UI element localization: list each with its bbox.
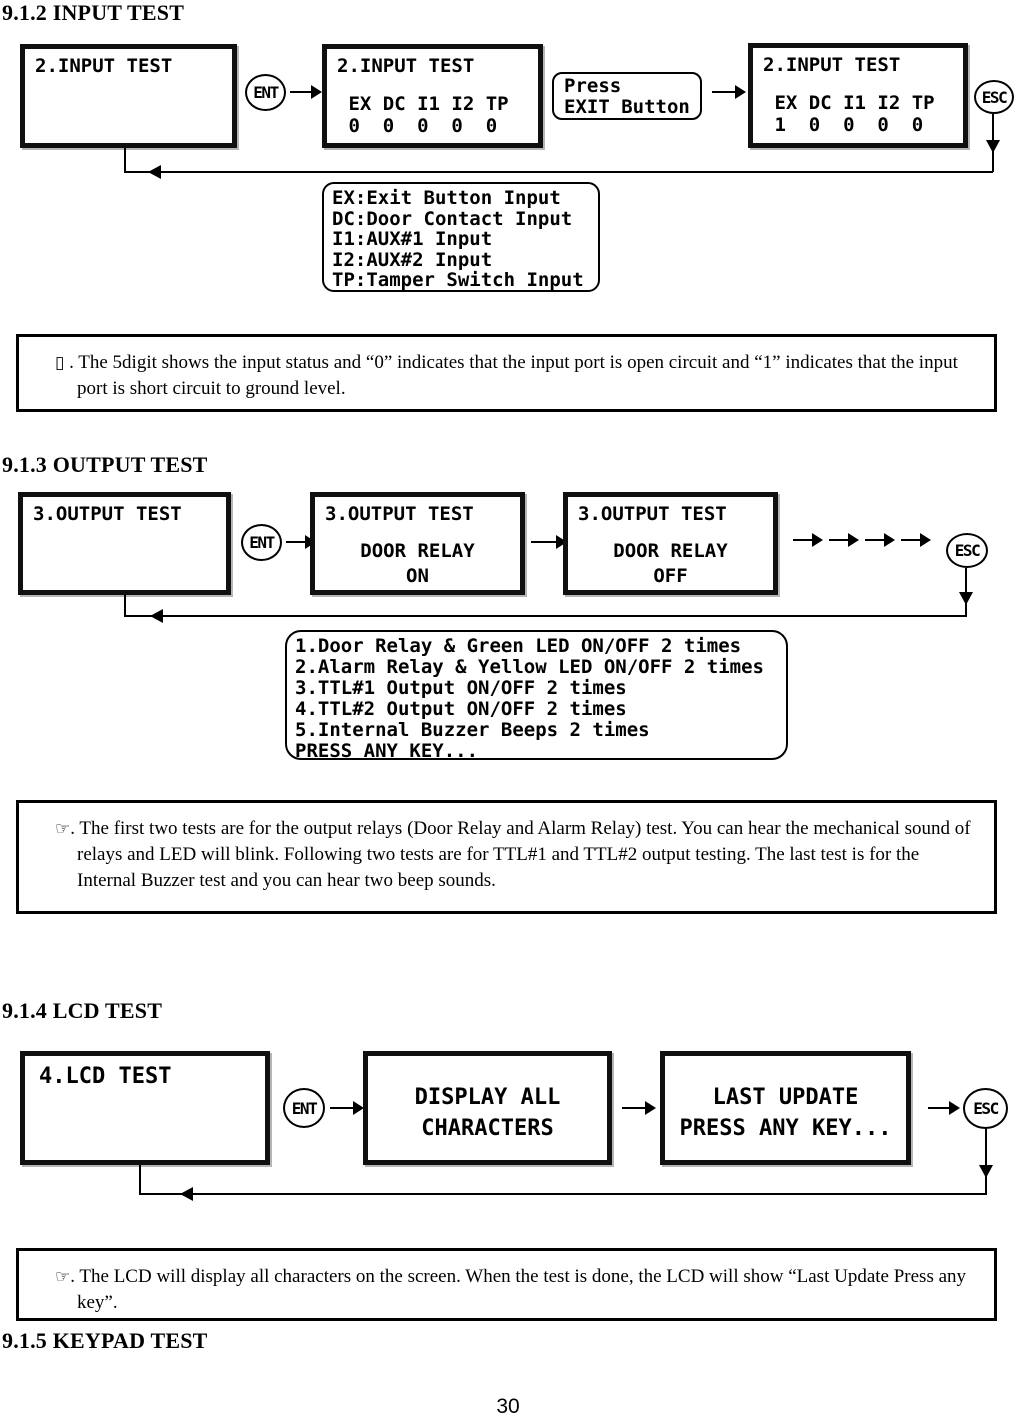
ent-key: ENT — [245, 74, 286, 111]
lcd-screen-output-menu: 3.OUTPUT TEST — [18, 492, 231, 595]
lcd-screen-last-update: LAST UPDATE PRESS ANY KEY... — [660, 1051, 911, 1165]
section-heading-lcd-test: 9.1.4 LCD TEST — [2, 998, 163, 1023]
flow-arrow-icon — [286, 535, 316, 549]
section-heading-output-test: 9.1.3 OUTPUT TEST — [2, 452, 208, 477]
lcd-screen-input-status-open: 2.INPUT TEST EX DC I1 I2 TP 0 0 0 0 0 — [322, 44, 543, 148]
flow-arrow-icon — [290, 85, 322, 99]
output-sequence-box: 1.Door Relay & Green LED ON/OFF 2 times … — [285, 630, 788, 762]
arrow-left-icon — [180, 1187, 193, 1201]
lcd-line: 3.OUTPUT TEST — [578, 503, 727, 525]
lcd-body: DOOR RELAY OFF — [613, 540, 728, 587]
ent-key: ENT — [241, 524, 282, 561]
lcd-body: DISPLAY ALL CHARACTERS — [414, 1085, 561, 1141]
lcd-screen-door-relay-off: 3.OUTPUT TEST DOOR RELAY OFF — [563, 492, 778, 595]
arrow-left-icon — [148, 165, 161, 179]
lcd-line: 2.INPUT TEST — [35, 55, 173, 77]
return-line-vertical — [124, 148, 126, 172]
lcd-body: DOOR RELAY ON — [360, 540, 475, 587]
page-number: 30 — [496, 1395, 520, 1418]
arrow-down-icon — [979, 1165, 993, 1178]
lcd-screen-input-menu: 2.INPUT TEST — [20, 44, 237, 148]
lcd-line: 2.INPUT TEST — [337, 55, 475, 77]
note-box-output-test: ☞. The first two tests are for the outpu… — [16, 800, 997, 914]
flow-arrow-icon — [531, 535, 567, 549]
note-text: . The LCD will display all characters on… — [70, 1266, 967, 1313]
input-legend-box: EX:Exit Button Input DC:Door Contact Inp… — [322, 182, 600, 292]
arrow-left-icon — [150, 609, 163, 623]
lcd-screen-display-all: DISPLAY ALL CHARACTERS — [363, 1051, 612, 1165]
note-marker-icon: ☞ — [55, 1267, 71, 1287]
flow-arrow-icon — [712, 85, 746, 99]
note-marker-icon: ▯ — [55, 353, 65, 373]
flow-arrow-icon — [928, 1101, 960, 1115]
lcd-body: EX DC I1 I2 TP 1 0 0 0 0 — [774, 92, 935, 136]
esc-key: ESC — [946, 533, 988, 568]
lcd-line: 3.OUTPUT TEST — [33, 503, 182, 525]
lcd-screen-input-status-short: 2.INPUT TEST EX DC I1 I2 TP 1 0 0 0 0 — [748, 43, 968, 148]
flow-arrow-icon — [330, 1101, 364, 1115]
section-heading-input-test: 9.1.2 INPUT TEST — [2, 0, 185, 25]
esc-key: ESC — [974, 80, 1014, 114]
note-marker-icon: ☞ — [55, 819, 71, 839]
lcd-body: EX DC I1 I2 TP 0 0 0 0 0 — [348, 93, 509, 137]
ent-key: ENT — [283, 1088, 325, 1128]
lcd-screen-lcd-menu: 4.LCD TEST — [20, 1051, 270, 1165]
lcd-line: 4.LCD TEST — [39, 1064, 172, 1089]
lcd-body: LAST UPDATE PRESS ANY KEY... — [679, 1085, 892, 1141]
section-heading-keypad-test: 9.1.5 KEYPAD TEST — [2, 1328, 208, 1353]
flow-arrow-icon — [793, 533, 823, 547]
return-line-horizontal — [139, 1193, 986, 1195]
flow-arrow-icon — [901, 533, 931, 547]
return-line-horizontal — [124, 171, 993, 173]
return-line-vertical — [124, 595, 126, 616]
lcd-screen-door-relay-on: 3.OUTPUT TEST DOOR RELAY ON — [310, 492, 525, 595]
return-line-vertical — [139, 1165, 141, 1194]
flow-arrow-icon — [865, 533, 895, 547]
esc-key: ESC — [963, 1088, 1008, 1129]
flow-arrow-icon — [622, 1101, 656, 1115]
press-exit-button-callout: Press EXIT Button — [552, 72, 702, 120]
note-box-input-test: ▯ . The 5digit shows the input status an… — [16, 334, 997, 412]
note-box-lcd-test: ☞. The LCD will display all characters o… — [16, 1248, 997, 1321]
return-line-horizontal — [124, 615, 966, 617]
note-text: . The 5digit shows the input status and … — [64, 352, 958, 399]
flow-arrow-icon — [829, 533, 859, 547]
lcd-line: 3.OUTPUT TEST — [325, 503, 474, 525]
lcd-line: 2.INPUT TEST — [763, 54, 901, 76]
arrow-down-icon — [959, 592, 973, 605]
note-text: . The first two tests are for the output… — [70, 818, 971, 891]
return-line-vertical — [985, 1129, 987, 1195]
arrow-down-icon — [986, 140, 1000, 153]
